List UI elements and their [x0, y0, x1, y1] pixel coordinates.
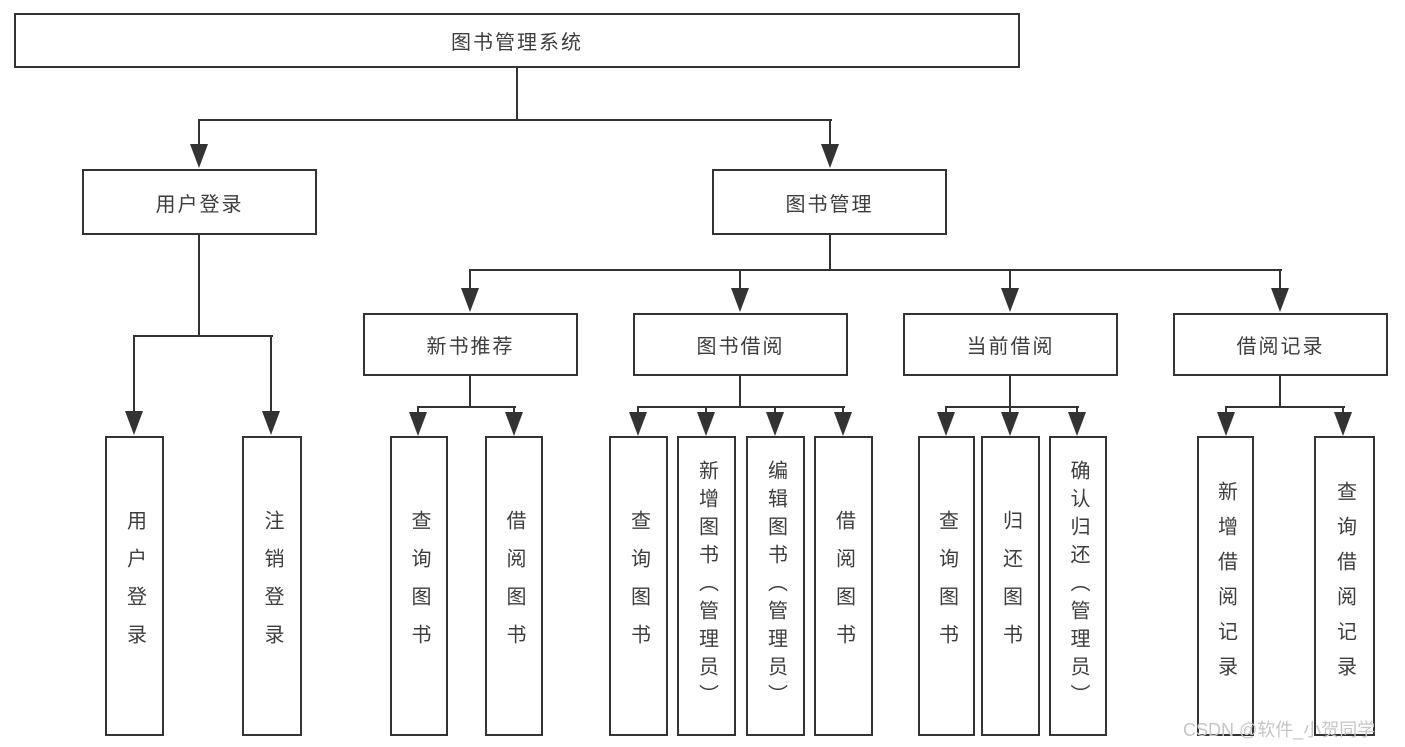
node-user-login: 用户登录	[82, 169, 317, 235]
arrow-down-icon	[1271, 270, 1289, 312]
arrow-down-icon	[821, 120, 839, 168]
node-label: 注销登录	[261, 510, 283, 662]
node-leaf-borrow-books-recommend: 借阅图书	[485, 436, 543, 736]
watermark: CSDN @软件_小贺同学	[1183, 720, 1376, 740]
node-leaf-add-book-admin: 新增图书（管理员）	[677, 436, 736, 736]
connector-line	[829, 234, 831, 271]
node-leaf-logout: 注销登录	[242, 436, 302, 736]
connector-line	[516, 68, 518, 121]
node-book-management: 图书管理	[712, 169, 947, 235]
node-leaf-edit-book-admin: 编辑图书（管理员）	[746, 436, 805, 736]
node-label: 用户登录	[155, 193, 244, 216]
node-leaf-query-books-current: 查询图书	[918, 436, 975, 736]
node-label: 用户登录	[123, 510, 146, 662]
node-label: 借阅图书	[503, 510, 525, 662]
node-leaf-borrow-books: 借阅图书	[814, 436, 873, 736]
arrow-down-icon	[409, 407, 427, 436]
node-label: 借阅记录	[1236, 336, 1325, 358]
arrow-down-icon	[731, 270, 749, 312]
node-label: 图书管理系统	[451, 32, 583, 54]
node-label: 查询图书	[408, 510, 430, 662]
connector-line	[133, 335, 273, 337]
connector-line	[198, 234, 200, 337]
arrow-down-icon	[1068, 407, 1086, 436]
node-leaf-add-borrow-record: 新增借阅记录	[1197, 436, 1254, 736]
node-book-borrow: 图书借阅	[633, 313, 848, 376]
connector-line	[1279, 375, 1281, 408]
node-label: 确认归还（管理员）	[1067, 460, 1089, 712]
node-borrow-records: 借阅记录	[1173, 313, 1388, 376]
arrow-down-icon	[697, 407, 715, 436]
node-new-book-recommend: 新书推荐	[363, 313, 578, 376]
connector-line	[945, 406, 1079, 408]
connector-line	[198, 119, 832, 121]
arrow-down-icon	[1334, 407, 1352, 436]
node-label: 新书推荐	[426, 336, 515, 358]
node-leaf-confirm-return-admin: 确认归还（管理员）	[1049, 436, 1107, 736]
arrow-down-icon	[1001, 270, 1019, 312]
arrow-down-icon	[834, 407, 852, 436]
node-label: 借阅图书	[832, 510, 855, 662]
node-label: 查询图书	[627, 510, 650, 662]
node-root-system: 图书管理系统	[14, 13, 1020, 68]
node-label: 归还图书	[999, 510, 1022, 662]
connector-line	[739, 375, 741, 408]
node-label: 查询借阅记录	[1333, 481, 1356, 691]
node-label: 编辑图书（管理员）	[764, 460, 787, 712]
node-label: 图书管理	[785, 193, 874, 216]
connector-line	[417, 406, 516, 408]
node-label: 查询图书	[935, 510, 958, 662]
arrow-down-icon	[1001, 407, 1019, 436]
node-label: 图书借阅	[696, 336, 785, 358]
connector-line	[469, 375, 471, 408]
connector-line	[1009, 375, 1011, 408]
arrow-down-icon	[629, 407, 647, 436]
arrow-down-icon	[262, 336, 280, 435]
arrow-down-icon	[190, 120, 208, 168]
node-current-borrow: 当前借阅	[903, 313, 1118, 376]
node-leaf-query-books-recommend: 查询图书	[390, 436, 448, 736]
node-label: 新增借阅记录	[1214, 481, 1237, 691]
arrow-down-icon	[125, 336, 143, 435]
connector-line	[469, 269, 1282, 271]
arrow-down-icon	[937, 407, 955, 436]
arrow-down-icon	[505, 407, 523, 436]
arrow-down-icon	[461, 270, 479, 312]
node-leaf-user-login: 用户登录	[105, 436, 164, 736]
node-leaf-query-books-borrow: 查询图书	[609, 436, 668, 736]
connector-line	[637, 406, 845, 408]
arrow-down-icon	[766, 407, 784, 436]
node-leaf-query-borrow-record: 查询借阅记录	[1314, 436, 1375, 736]
node-label: 新增图书（管理员）	[695, 460, 718, 712]
arrow-down-icon	[1217, 407, 1235, 436]
connector-line	[1225, 406, 1345, 408]
node-label: 当前借阅	[966, 336, 1055, 358]
node-leaf-return-book: 归还图书	[981, 436, 1040, 736]
